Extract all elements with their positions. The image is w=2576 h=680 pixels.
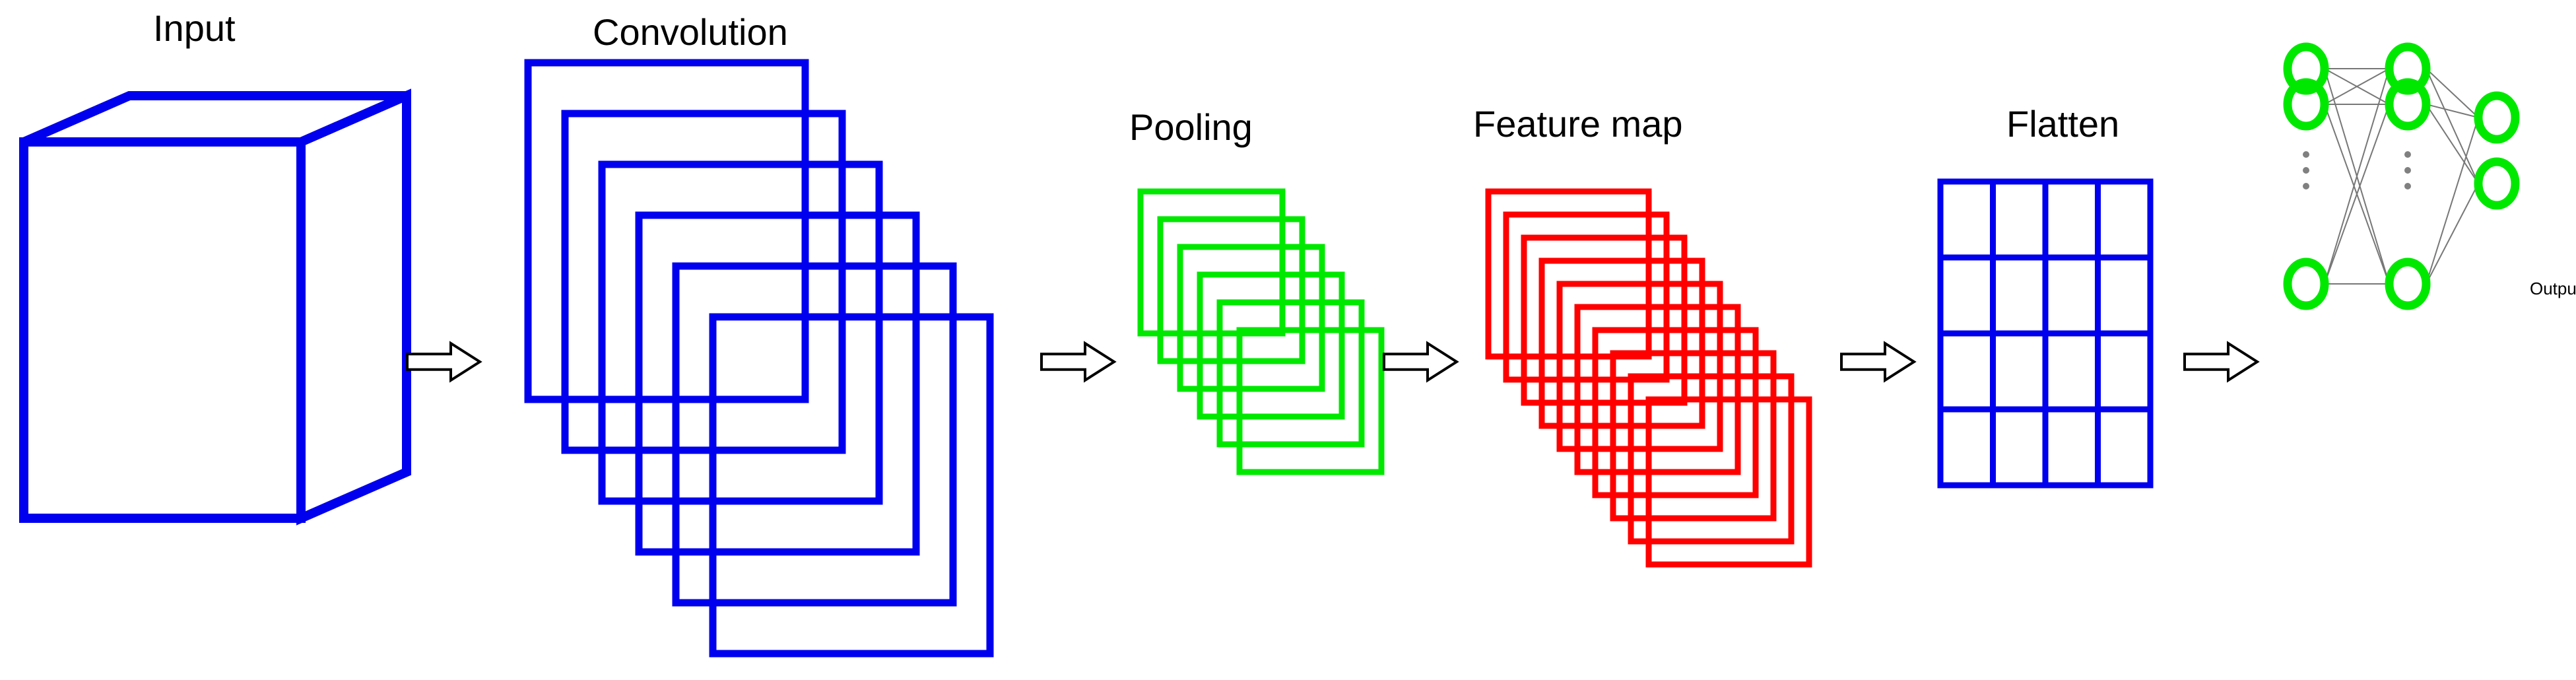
pooling-card [1157,216,1305,364]
network-node [2474,91,2520,144]
pooling-card [1236,327,1385,475]
network-node [2385,42,2431,95]
network-ellipsis-dot [2404,183,2411,189]
network-ellipsis-dot [2404,151,2411,158]
feature-map-card [1592,327,1759,498]
convolution-card [598,160,883,505]
network-node [2283,257,2329,310]
input-cube [19,88,411,526]
feature-map-stack [1485,188,1812,568]
network-edge [2426,183,2479,285]
feature-map-card [1521,234,1688,406]
network-edge [2426,68,2479,184]
feature-map-card [1610,350,1777,522]
network-ellipsis-dot [2303,167,2309,174]
pooling-card [1137,188,1286,337]
pooling-stack [1137,188,1385,475]
pooling-card [1216,299,1365,448]
arrow-input-to-convolution [406,341,482,383]
network-node [2283,78,2329,131]
convolution-card [672,262,957,607]
stage-arrows [406,341,2260,383]
arrow-flatten-to-network [2183,341,2260,383]
feature-map-card [1538,257,1705,429]
flatten-grid [1937,178,2154,489]
feature-map-card [1628,373,1795,545]
convolution-stack [524,59,994,658]
feature-map-card [1485,188,1652,360]
network-node [2385,257,2431,310]
convolution-card [561,110,846,454]
arrow-featuremap-to-flatten [1840,341,1917,383]
label-input: Input [153,7,236,49]
cube-right-face [296,88,411,526]
network-edge [2426,104,2479,184]
network-edge [2426,104,2479,118]
convolution-card [709,313,994,658]
network-edge [2324,68,2390,285]
cube-front-face [19,137,306,523]
dense-network [2283,42,2520,310]
label-flatten: Flatten [2006,103,2120,145]
network-ellipsis-dot [2404,167,2411,174]
pooling-card [1197,271,1345,420]
network-node [2474,157,2520,210]
feature-map-card [1556,281,1723,452]
convolution-card [635,211,920,556]
feature-map-card [1645,396,1812,568]
network-ellipsis-dot [2303,151,2309,158]
feature-map-card [1574,304,1741,475]
network-node [2385,78,2431,131]
label-pooling: Pooling [1129,106,1253,148]
label-feature-map: Feature map [1473,103,1683,145]
network-edge [2324,68,2390,105]
arrow-pooling-to-featuremap [1383,341,1459,383]
network-ellipsis-dot [2303,183,2309,189]
network-edge [2426,68,2479,118]
convolution-card [524,59,809,403]
label-convolution: Convolution [593,11,788,53]
network-edge [2426,117,2479,285]
network-node [2283,42,2329,95]
pooling-card [1177,244,1325,392]
feature-map-card [1503,211,1670,383]
label-output: Output [2530,279,2576,298]
network-edge [2324,104,2390,285]
arrow-convolution-to-pooling [1040,341,1117,383]
